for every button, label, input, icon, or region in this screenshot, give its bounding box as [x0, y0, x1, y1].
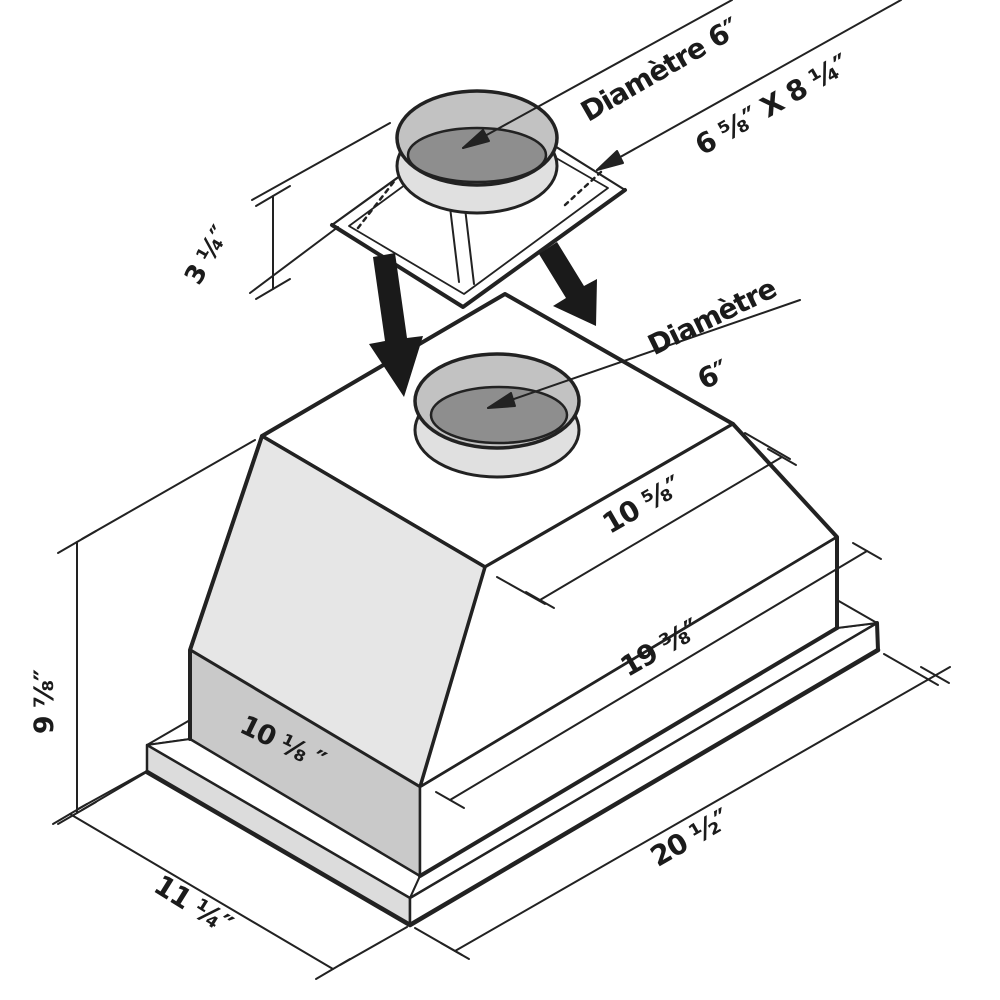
arrowhead-diametre-top-icon: [462, 129, 490, 149]
install-arrow-right-icon: [539, 242, 597, 326]
dimension-lines: [52, 122, 951, 980]
dim-flange-width: [414, 653, 951, 960]
dim-flange-depth: [52, 771, 408, 980]
install-arrow-left-icon: [369, 253, 423, 397]
arrowhead-diametre-hood-icon: [487, 392, 516, 409]
hood-duct-collar: [413, 352, 581, 479]
leader-lines: [462, 0, 902, 409]
hood-duct-opening: [429, 385, 569, 445]
dim-body-width: [435, 542, 882, 809]
leader-plate-size: [596, 0, 902, 171]
leader-diametre-top: [462, 0, 733, 149]
dim-top-depth: [496, 432, 797, 609]
arrowhead-plate-size-icon: [596, 150, 624, 171]
leader-diametre-hood: [487, 299, 801, 409]
label-hood-height: 9 ⅞″: [28, 669, 60, 735]
top-collar-opening: [406, 126, 548, 184]
dim-collar-height: [249, 122, 391, 300]
dim-hood-height: [57, 439, 256, 825]
